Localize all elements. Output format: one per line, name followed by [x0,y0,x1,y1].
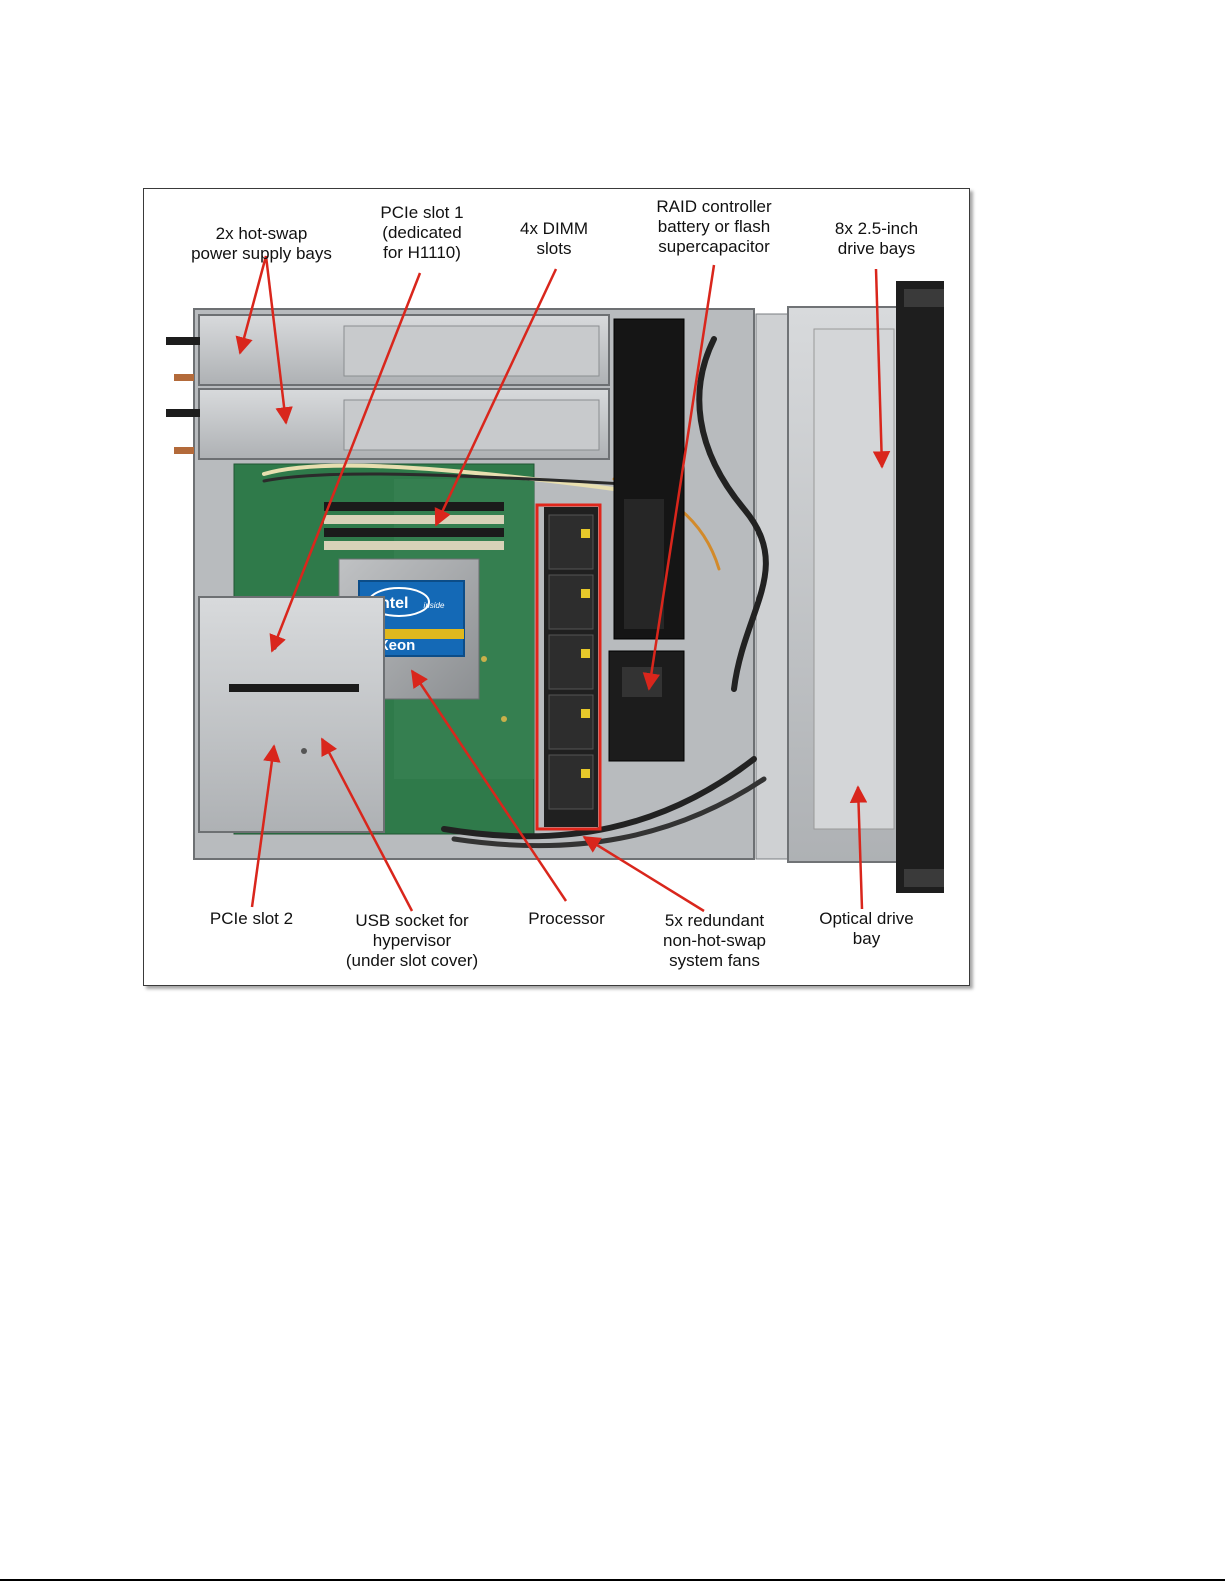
arrow-drive-bays [872,268,891,469]
label-raid-battery: RAID controller battery or flash superca… [656,197,772,256]
air-baffle [613,318,685,640]
arrow-pcie-slot-1 [269,272,422,653]
power-supply-bays [166,314,610,460]
label-pcie-slot-2: PCIe slot 2 [209,909,294,928]
label-processor: Processor [528,909,605,928]
label-optical-drive-bay: Optical drive bay [819,909,914,948]
arrow-processor [410,669,568,902]
arrow-dimm-slots [434,268,558,527]
server-internals-illustration: intel inside Xeon [166,255,944,913]
raid-battery [608,650,685,762]
cpu-product-text: Xeon [379,637,416,654]
label-usb-socket: USB socket for hypervisor (under slot co… [345,911,479,970]
cpu-tagline-text: inside [424,601,445,610]
pcie-riser-cage [198,596,385,833]
label-power-supply-bays: 2x hot-swap power supply bays [191,224,332,263]
label-pcie-slot-1: PCIe slot 1 (dedicated for H1110) [380,203,464,262]
callout-arrows [235,255,891,913]
system-fans [535,503,602,831]
arrow-raid-battery [642,264,716,691]
dimm-slots [324,502,504,550]
server-diagram-figure: intel inside Xeon [143,188,970,986]
arrow-system-fans [582,835,705,913]
label-drive-bays: 8x 2.5-inch drive bays [834,219,919,258]
arrow-power-supply-1 [235,255,268,355]
page-bottom-rule [0,1579,1225,1581]
arrow-optical-drive [849,785,868,910]
fan-highlight-box [535,503,602,831]
arrow-usb-socket [320,737,414,912]
arrow-pcie-slot-2 [250,744,281,908]
arrow-power-supply-2 [264,255,293,425]
label-dimm-slots: 4x DIMM slots [520,219,588,258]
label-system-fans: 5x redundant non-hot-swap system fans [662,911,766,970]
